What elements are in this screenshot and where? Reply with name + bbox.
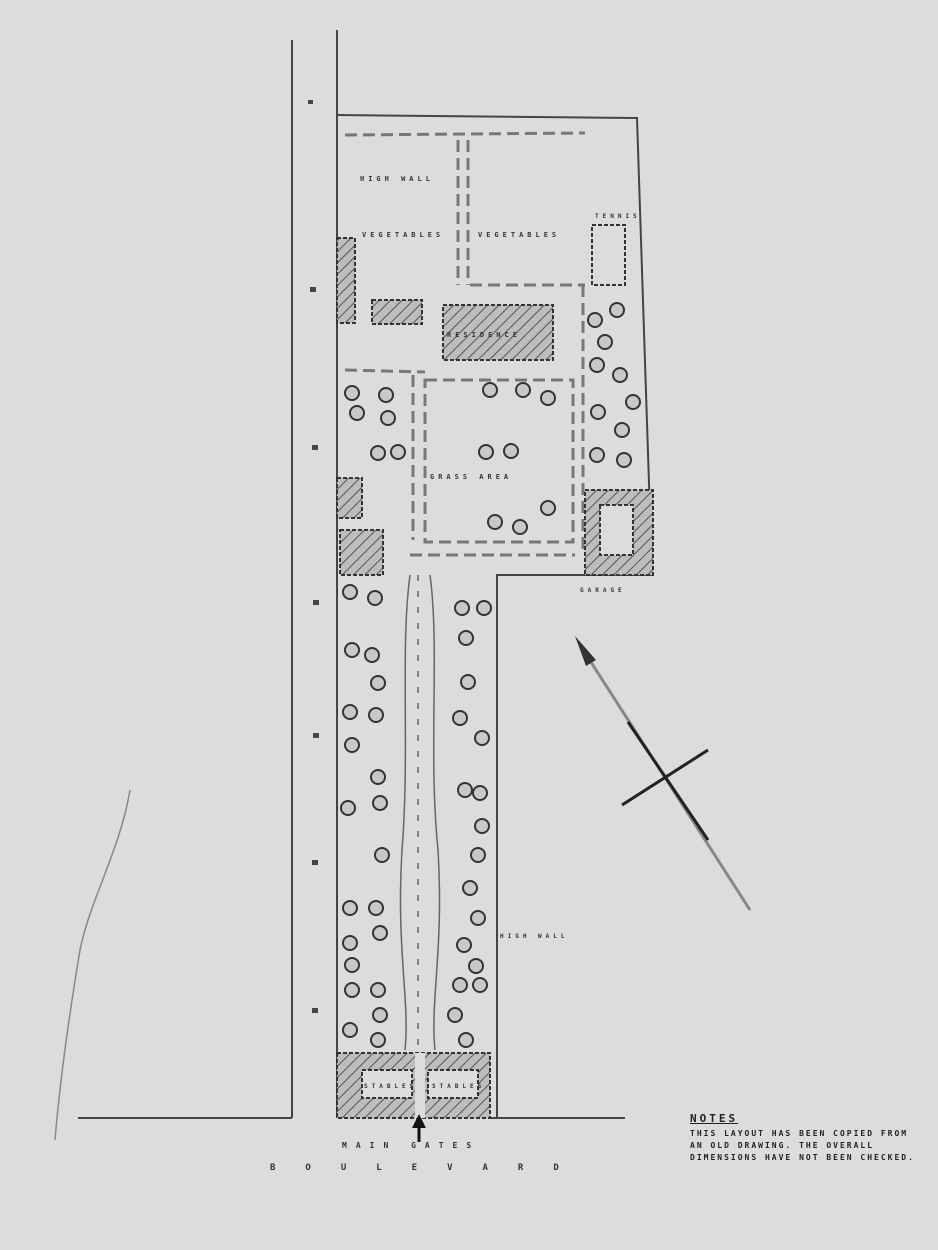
tree-symbol (616, 452, 632, 468)
tree-symbol (612, 367, 628, 383)
label-grass-area: GRASS AREA (430, 473, 512, 481)
building-small (336, 477, 363, 519)
tree-symbol (597, 334, 613, 350)
tree-symbol (474, 818, 490, 834)
tree-symbol (589, 357, 605, 373)
tree-symbol (342, 900, 358, 916)
tree-symbol (540, 500, 556, 516)
tree-symbol (380, 410, 396, 426)
notes-title: NOTES (690, 1112, 739, 1125)
tree-symbol (472, 977, 488, 993)
tree-symbol (589, 447, 605, 463)
tree-symbol (503, 443, 519, 459)
tree-symbol (367, 590, 383, 606)
tree-symbol (512, 519, 528, 535)
street-lettering-marks (308, 100, 319, 1013)
tree-symbol (470, 847, 486, 863)
tree-symbol (468, 958, 484, 974)
tree-symbol (540, 390, 556, 406)
tree-symbol (390, 444, 406, 460)
tree-symbol (487, 514, 503, 530)
label-house: RESIDENCE (447, 331, 521, 339)
building-garage-west (339, 529, 384, 576)
tree-symbol (370, 769, 386, 785)
tree-symbol (587, 312, 603, 328)
tree-symbol (609, 302, 625, 318)
tree-symbol (458, 1032, 474, 1048)
tree-symbol (456, 937, 472, 953)
tree-symbol (372, 795, 388, 811)
tree-symbol (370, 982, 386, 998)
label-stables-left: STABLES (364, 1083, 417, 1090)
tree-symbol (370, 1032, 386, 1048)
tree-symbol (368, 707, 384, 723)
entry-arrow-icon (412, 1114, 426, 1142)
label-stables-right: STABLES (432, 1083, 485, 1090)
building-west (336, 237, 356, 324)
tree-symbol (342, 935, 358, 951)
tree-symbol (625, 394, 641, 410)
label-boulevard: BOULEVARD (270, 1163, 589, 1173)
property-boundary (336, 114, 654, 1119)
tree-symbol (476, 600, 492, 616)
tree-symbol (374, 847, 390, 863)
tree-symbol (344, 642, 360, 658)
tree-symbol (452, 710, 468, 726)
tree-symbol (349, 405, 365, 421)
tree-symbol (378, 387, 394, 403)
tree-symbol (590, 404, 606, 420)
label-vegetables-left: VEGETABLES (362, 231, 444, 239)
tree-symbol (457, 782, 473, 798)
tree-symbol (344, 957, 360, 973)
label-garage: GARAGE (580, 587, 626, 594)
tree-symbol (344, 385, 360, 401)
tennis-court (591, 224, 626, 286)
tree-symbol (344, 737, 360, 753)
tree-symbol (458, 630, 474, 646)
label-high-wall-top: HIGH WALL (360, 175, 434, 183)
tree-symbol (372, 925, 388, 941)
tree-symbol (515, 382, 531, 398)
tree-symbol (474, 730, 490, 746)
tree-symbol (342, 1022, 358, 1038)
north-arrow-icon (575, 636, 752, 911)
tree-symbol (614, 422, 630, 438)
tree-symbol (482, 382, 498, 398)
notes-block: NOTES THIS LAYOUT HAS BEEN COPIED FROM A… (690, 1113, 925, 1164)
tree-symbol (454, 600, 470, 616)
driveway (399, 574, 441, 1051)
tree-symbol (460, 674, 476, 690)
tree-symbol (372, 1007, 388, 1023)
tree-symbol (364, 647, 380, 663)
label-high-wall-side: HIGH WALL (500, 933, 569, 940)
tree-symbol (447, 1007, 463, 1023)
tree-symbol (452, 977, 468, 993)
garden-paths (344, 131, 586, 557)
tree-symbol (478, 444, 494, 460)
tree-symbol (342, 704, 358, 720)
edge-line (54, 789, 131, 1141)
tree-symbol (462, 880, 478, 896)
building-shed (371, 299, 423, 325)
tree-symbol (370, 445, 386, 461)
label-vegetables-right: VEGETABLES (478, 231, 560, 239)
tree-symbol (344, 982, 360, 998)
tree-symbol (472, 785, 488, 801)
tree-symbol (368, 900, 384, 916)
building-residence (442, 304, 554, 361)
tree-symbol (340, 800, 356, 816)
trees (340, 302, 641, 1048)
tree-symbol (342, 584, 358, 600)
tree-symbol (470, 910, 486, 926)
label-main-gates: MAIN GATES (342, 1141, 480, 1150)
label-tennis: TENNIS (595, 213, 641, 220)
notes-text: THIS LAYOUT HAS BEEN COPIED FROM AN OLD … (690, 1129, 915, 1162)
tree-symbol (370, 675, 386, 691)
